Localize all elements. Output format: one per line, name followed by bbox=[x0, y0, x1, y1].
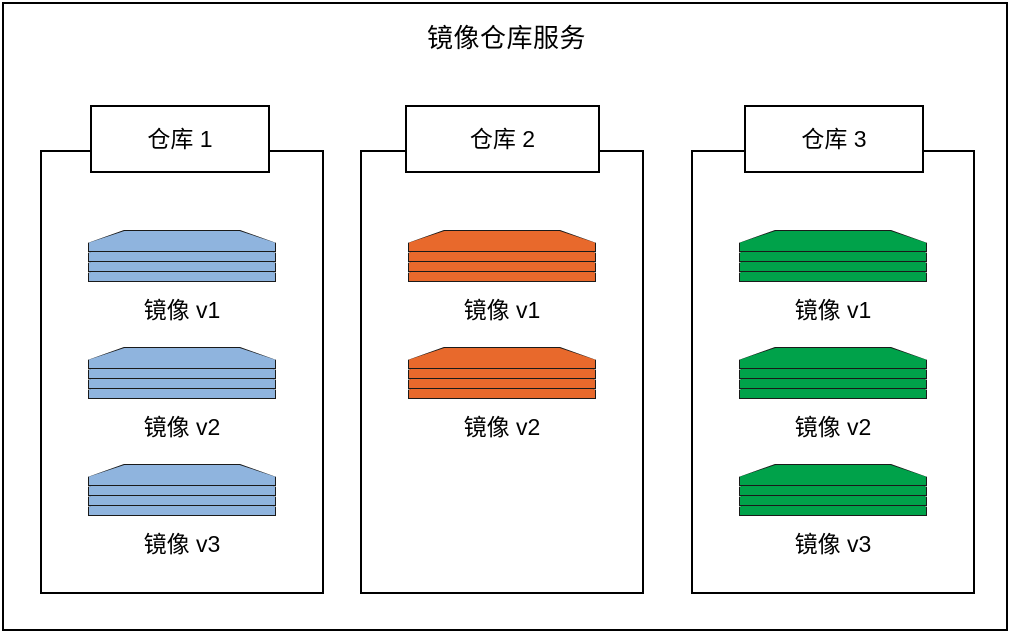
repository-header-label-2: 仓库 2 bbox=[469, 126, 536, 152]
image-label: 镜像 v3 bbox=[794, 531, 872, 557]
stack-layer-fill bbox=[740, 231, 926, 251]
image-item[interactable]: 镜像 v2 bbox=[691, 347, 975, 441]
image-label: 镜像 v1 bbox=[463, 297, 541, 323]
image-label: 镜像 v2 bbox=[143, 414, 221, 440]
stack-layer-fill bbox=[89, 348, 275, 368]
image-layer-stack-icon bbox=[408, 347, 596, 399]
stack-layer-fill bbox=[409, 348, 595, 368]
repository-header-label-3: 仓库 3 bbox=[801, 126, 867, 152]
stack-layer-fill bbox=[409, 231, 595, 251]
page-title: 镜像仓库服务 bbox=[426, 23, 586, 53]
repository-group-1[interactable]: 仓库 1 镜像 v1 镜像 v2 bbox=[40, 105, 324, 594]
image-item[interactable]: 镜像 v1 bbox=[360, 230, 644, 324]
repository-group-3[interactable]: 仓库 3 镜像 v1 镜像 v2 bbox=[691, 105, 975, 594]
stack-layer-fill bbox=[740, 348, 926, 368]
image-layer-stack-icon bbox=[408, 230, 596, 282]
stack-layer-fill bbox=[89, 465, 275, 485]
image-item[interactable]: 镜像 v3 bbox=[691, 464, 975, 558]
image-label: 镜像 v2 bbox=[463, 414, 541, 440]
image-item[interactable]: 镜像 v1 bbox=[40, 230, 324, 324]
repository-header-3[interactable]: 仓库 3 bbox=[744, 105, 924, 173]
repository-header-label-1: 仓库 1 bbox=[147, 126, 213, 152]
image-label: 镜像 v3 bbox=[143, 531, 221, 557]
image-label: 镜像 v1 bbox=[794, 297, 872, 323]
repository-header-1[interactable]: 仓库 1 bbox=[90, 105, 270, 173]
image-layer-stack-icon bbox=[88, 347, 276, 399]
image-item[interactable]: 镜像 v1 bbox=[691, 230, 975, 324]
image-layer-stack-icon bbox=[88, 230, 276, 282]
image-layer-stack-icon bbox=[88, 464, 276, 516]
image-label: 镜像 v1 bbox=[143, 297, 221, 323]
repository-group-2[interactable]: 仓库 2 镜像 v1 镜像 v2 bbox=[360, 105, 644, 594]
repository-header-2[interactable]: 仓库 2 bbox=[405, 105, 600, 173]
image-item[interactable]: 镜像 v3 bbox=[40, 464, 324, 558]
image-item[interactable]: 镜像 v2 bbox=[360, 347, 644, 441]
stack-layer-fill bbox=[740, 465, 926, 485]
image-layer-stack-icon bbox=[739, 347, 927, 399]
image-item[interactable]: 镜像 v2 bbox=[40, 347, 324, 441]
image-label: 镜像 v2 bbox=[794, 414, 872, 440]
stack-layer-fill bbox=[89, 231, 275, 251]
image-layer-stack-icon bbox=[739, 464, 927, 516]
image-layer-stack-icon bbox=[739, 230, 927, 282]
